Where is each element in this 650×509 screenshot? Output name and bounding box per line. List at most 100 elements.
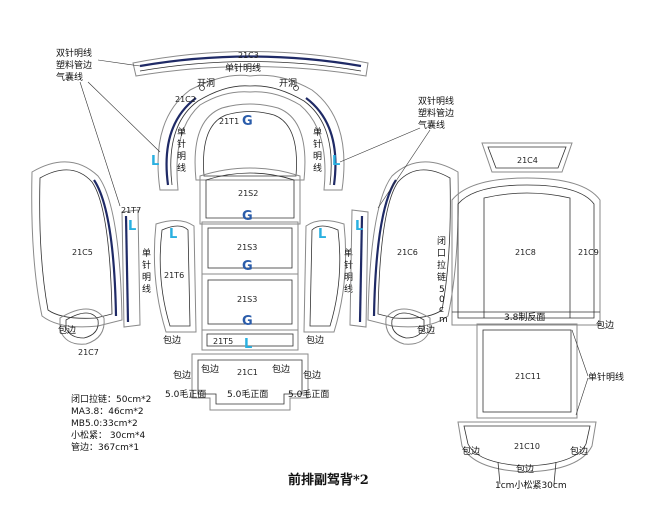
mark-L: L [128, 219, 136, 234]
vertical-label-char: 线 [313, 162, 322, 174]
note-line: MA3.8：46cm*2 [71, 407, 144, 417]
mark-L: L [169, 227, 177, 242]
annotation-right: 双针明线 塑料管边 气囊线 [339, 95, 454, 209]
piece-label-21C4: 21C4 [517, 156, 538, 165]
vertical-label-char: 单 [344, 247, 353, 259]
piece-21S3-upper[interactable]: 21S3 G [201, 221, 299, 275]
mark-G: G [242, 209, 253, 224]
note-line: MB5.0:33cm*2 [71, 419, 138, 429]
piece-21C3[interactable]: 21C3 单针明线 [132, 51, 369, 77]
binding-label: 包边 [272, 363, 290, 375]
annotation-single-stitch-right: 单针明线 [571, 329, 624, 416]
piece-label-21C6: 21C6 [397, 248, 418, 257]
seam-5mm-label: 5.0毛正面 [227, 388, 268, 400]
binding-label: 包边 [201, 363, 219, 375]
vertical-label-char: 明 [177, 151, 186, 162]
piece-label-21C9: 21C9 [578, 248, 599, 257]
open-hole-label-left: 开洞 [197, 78, 215, 89]
piece-21S3-lower[interactable]: 21S3 G [201, 273, 299, 331]
mark-G: G [242, 314, 253, 329]
piece-21C5[interactable]: 21C5 [31, 161, 123, 328]
zip-label-char: c [439, 305, 444, 315]
zip-label-char: m [439, 315, 448, 325]
hole-marker [293, 85, 299, 91]
zip-label-char: 0 [439, 295, 445, 305]
piece-21C7[interactable]: 21C7 包边 [58, 308, 105, 357]
vertical-label-char: 针 [177, 138, 186, 150]
binding-label: 包边 [306, 334, 324, 346]
piece-21C11[interactable]: 21C11 [476, 323, 578, 419]
binding-label: 包边 [163, 334, 181, 346]
vertical-label-char: 线 [344, 283, 353, 295]
seam-5mm-label: 5.0毛正面 [165, 388, 206, 400]
binding-label: 包边 [58, 324, 76, 336]
piece-label-21C7: 21C7 [78, 348, 99, 357]
piece-label-21C2: 21C2 [175, 95, 196, 104]
seam-5mm-label: 5.0毛正面 [288, 388, 329, 400]
binding-label: 包边 [173, 369, 191, 381]
piece-21T7[interactable]: 21T7 L 单 针 明 线 [121, 206, 151, 328]
binding-label: 包边 [303, 369, 321, 381]
piece-label-21T5: 21T5 [213, 337, 233, 346]
annot-line: 双针明线 [56, 47, 92, 59]
note-line: 闭口拉链：50cm*2 [71, 393, 151, 405]
piece-label-21S3: 21S3 [237, 295, 257, 304]
piece-label-21C5: 21C5 [72, 248, 93, 257]
piece-label-21T6: 21T6 [164, 271, 184, 280]
piece-21C4[interactable]: 21C4 [481, 142, 573, 173]
piece-21C2[interactable]: 21C2 开洞 开洞 L L 单 针 明 线 单 针 明 线 [151, 74, 345, 191]
piece-label-21T7: 21T7 [121, 206, 141, 215]
mark-L: L [244, 337, 252, 352]
piece-21C1[interactable]: 21C1 包边 包边 包边 包边 5.0毛正面 5.0毛正面 5.0毛正面 [165, 353, 329, 411]
vertical-label-char: 明 [344, 272, 353, 283]
note-line: 小松紧： 30cm*4 [71, 429, 146, 441]
vertical-label-char: 明 [313, 151, 322, 162]
annot-line: 气囊线 [418, 119, 445, 131]
reverse-label: 3.8制反面 [504, 311, 545, 323]
hole-marker [199, 85, 205, 91]
elastic-label: 1cm小松紧30cm [495, 479, 567, 491]
zip-label-char: 拉 [437, 259, 446, 271]
sheet-title: 前排副驾背*2 [288, 472, 369, 488]
mark-G: G [242, 259, 253, 274]
zip-label-char: 5 [439, 285, 445, 295]
piece-label-21S2: 21S2 [238, 189, 258, 198]
binding-label: 包边 [570, 445, 588, 457]
piece-label-21C10: 21C10 [514, 442, 540, 451]
vertical-label-char: 单 [142, 247, 151, 259]
vertical-label-char: 单 [177, 126, 186, 138]
zip-label-char: 闭 [437, 235, 446, 247]
piece-label-21S3: 21S3 [237, 243, 257, 252]
single-stitch-label: 单针明线 [588, 371, 624, 383]
annot-line: 塑料管边 [418, 107, 454, 119]
binding-label: 包边 [417, 324, 435, 336]
piece-21C10[interactable]: 21C10 包边 包边 包边 1cm小松紧30cm [457, 421, 597, 491]
piece-21T7-mirror[interactable]: L [349, 209, 369, 328]
mark-L: L [318, 227, 326, 242]
piece-label-21C8: 21C8 [515, 248, 536, 257]
piece-21T1[interactable]: 21T1 G [194, 103, 306, 181]
annotation-left: 双针明线 塑料管边 气囊线 [56, 47, 161, 207]
vertical-label-char: 明 [142, 272, 151, 283]
piece-21T6[interactable]: 21T6 L 包边 [153, 220, 197, 346]
annot-line: 塑料管边 [56, 59, 92, 71]
piece-21C8[interactable]: 21C8 21C9 3.8制反面 包边 [451, 177, 614, 331]
vertical-label-char: 线 [177, 162, 186, 174]
annot-line: 气囊线 [56, 71, 83, 83]
vertical-label-char: 针 [313, 138, 322, 150]
zip-label-char: 口 [437, 249, 446, 259]
binding-label: 包边 [516, 463, 534, 475]
note-line: 管边：367cm*1 [71, 441, 139, 453]
piece-21T5[interactable]: 21T5 L [201, 329, 299, 352]
piece-21T6-mirror[interactable]: L 包边 单 针 明 线 [303, 220, 353, 346]
mark-L: L [151, 154, 159, 169]
piece-21C7-mirror[interactable]: 包边 [385, 308, 435, 345]
material-notes: 闭口拉链：50cm*2 MA3.8：46cm*2 MB5.0:33cm*2 小松… [71, 393, 151, 453]
piece-label-21C11: 21C11 [515, 372, 541, 381]
vertical-label-char: 线 [142, 283, 151, 295]
piece-label-21C1: 21C1 [237, 368, 258, 377]
piece-21S2[interactable]: 21S2 G [199, 167, 301, 225]
mark-L: L [332, 154, 340, 169]
piece-21C6[interactable]: 21C6 闭 口 拉 链 5 0 c m [367, 161, 459, 328]
